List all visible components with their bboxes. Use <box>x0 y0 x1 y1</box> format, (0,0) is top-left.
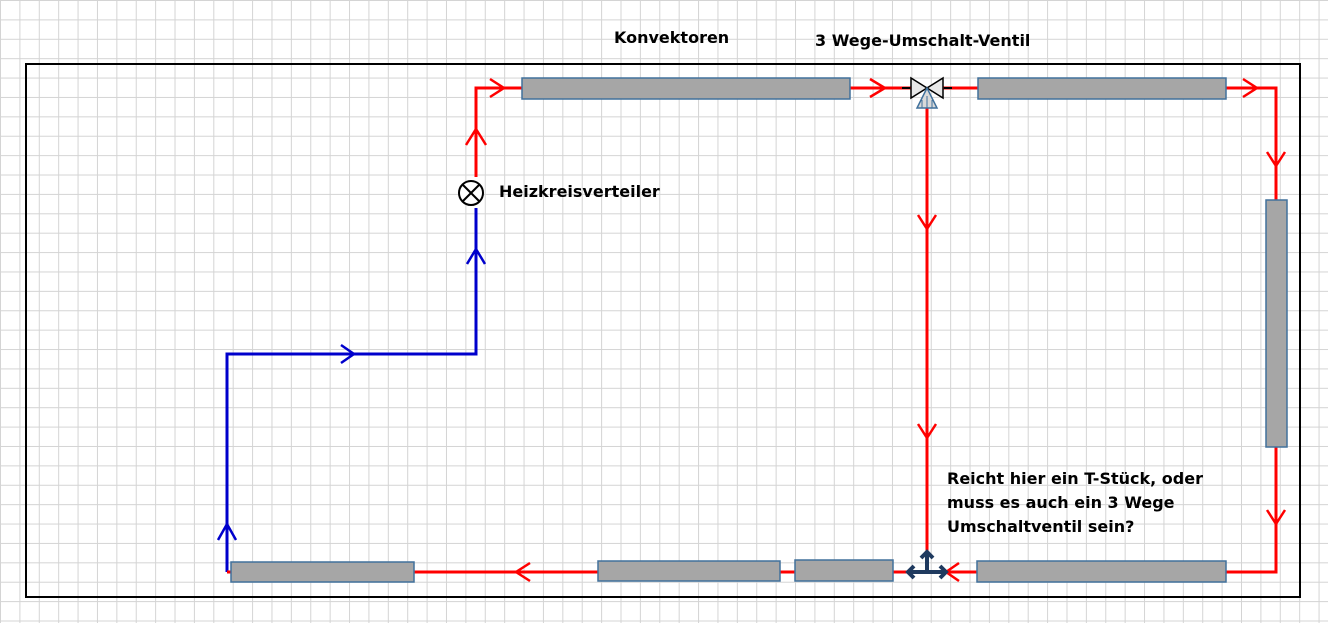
convector-bottom-middle <box>597 560 781 582</box>
convector-top-left <box>521 77 851 100</box>
question-line-2: muss es auch ein 3 Wege <box>947 493 1175 512</box>
convectors-label: Konvektoren <box>614 28 730 47</box>
arrow-right-icon <box>489 77 507 99</box>
arrow-up-icon <box>216 521 238 541</box>
arrow-down-icon <box>916 423 938 441</box>
convector-right <box>1265 199 1288 448</box>
arrow-down-icon <box>1265 509 1287 527</box>
supply-flow-arrows <box>464 77 1287 583</box>
arrow-right-icon <box>1242 77 1260 99</box>
convector-bottom-left <box>230 561 415 583</box>
arrow-left-icon <box>513 561 531 583</box>
supply-pipe-top <box>474 86 915 177</box>
distributor-icon <box>458 180 484 206</box>
question-line-1: Reicht hier ein T-Stück, oder <box>947 469 1203 488</box>
question-line-3: Umschaltventil sein? <box>947 517 1135 536</box>
arrow-up-icon <box>464 126 488 146</box>
return-flow-arrows <box>216 246 487 541</box>
arrow-up-icon <box>465 246 487 265</box>
convector-top-right <box>977 77 1227 100</box>
arrow-down-icon <box>1265 151 1287 169</box>
three-way-valve-icon <box>902 76 952 109</box>
question-note: Reicht hier ein T-Stück, oder muss es au… <box>947 467 1203 539</box>
convector-bottom-small <box>794 559 894 582</box>
arrow-right-icon <box>340 343 357 365</box>
return-pipe <box>225 208 478 572</box>
valve-label: 3 Wege-Umschalt-Ventil <box>815 31 1031 50</box>
room-outline <box>25 63 1301 598</box>
t-piece-icon <box>905 549 949 580</box>
convector-bottom-right <box>976 560 1227 583</box>
arrow-down-icon <box>916 214 938 232</box>
distributor-label: Heizkreisverteiler <box>499 182 660 201</box>
arrow-right-icon <box>869 77 888 99</box>
